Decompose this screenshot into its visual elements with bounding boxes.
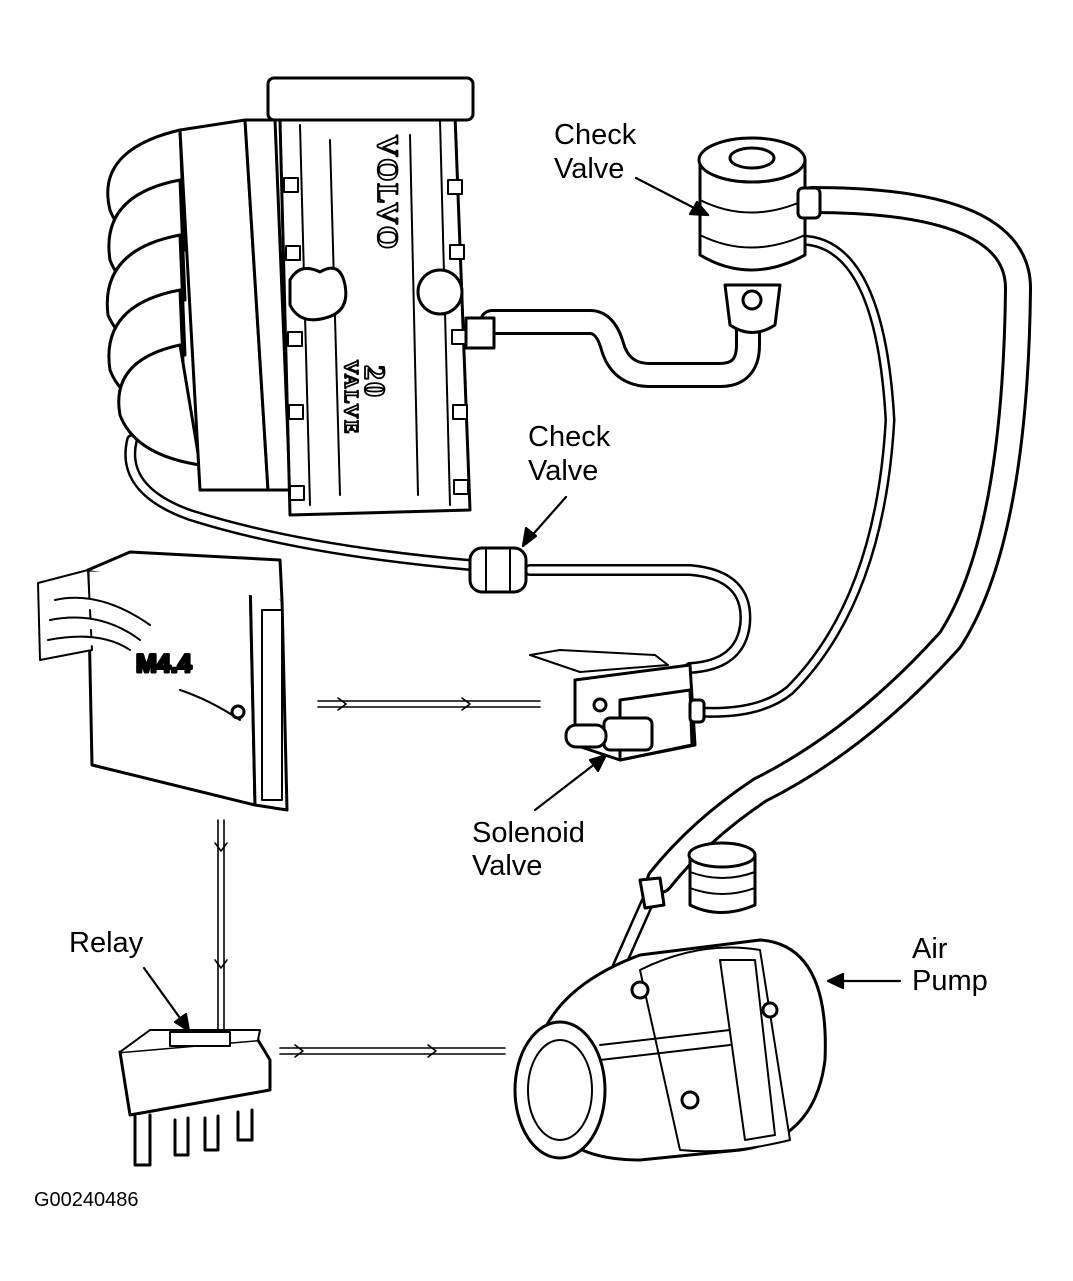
intake-manifold	[105, 118, 292, 492]
air-injection-fitting	[464, 316, 496, 350]
arrowhead-air-pump	[826, 972, 845, 990]
signal-ecu-to-solenoid	[317, 697, 541, 711]
engine-badge-number: 20	[358, 365, 391, 399]
breather-port	[416, 268, 464, 316]
signal-lines	[214, 697, 541, 1058]
engine-brand-text: VOLVO	[371, 135, 404, 251]
relay	[118, 1029, 272, 1167]
label-check-valve-upper-line2: Valve	[554, 153, 624, 185]
arrowhead-check-valve-lower	[521, 526, 538, 548]
label-solenoid-valve-line1: Solenoid	[472, 817, 585, 849]
label-air-pump-line2: Pump	[912, 965, 988, 997]
engine-control-module	[37, 550, 289, 812]
arrowhead-relay	[173, 1012, 191, 1033]
solenoid-valve	[529, 649, 706, 762]
label-air-pump-line1: Air	[912, 933, 948, 965]
check-valve-lower	[468, 546, 528, 594]
engine-badge-word: VALVE	[340, 360, 362, 436]
arrowhead-solenoid-valve	[588, 753, 608, 773]
check-valve-upper	[697, 136, 822, 334]
engine-assembly: VOLVO 20 VALVE	[105, 76, 496, 517]
leader-arrows	[142, 176, 902, 1033]
label-check-valve-lower-line2: Valve	[528, 455, 598, 487]
signal-relay-to-pump	[279, 1044, 506, 1058]
label-relay: Relay	[69, 927, 144, 959]
figure-id: G00240486	[34, 1189, 139, 1211]
oil-cap-housing	[266, 76, 475, 122]
label-solenoid-valve-line2: Valve	[472, 850, 542, 882]
label-check-valve-upper-line1: Check	[554, 119, 637, 151]
ignition-port	[288, 266, 348, 322]
signal-ecu-to-relay	[214, 819, 228, 1031]
hose-check-valve-to-air-pump	[646, 186, 1033, 894]
arrowhead-check-valve-upper	[688, 200, 710, 217]
label-check-valve-lower-line1: Check	[528, 421, 611, 453]
callout-labels: Check Valve Check Valve Solenoid Valve A…	[34, 119, 988, 1211]
control-module-label: M4.4	[136, 650, 192, 678]
air-pump	[513, 841, 827, 1162]
